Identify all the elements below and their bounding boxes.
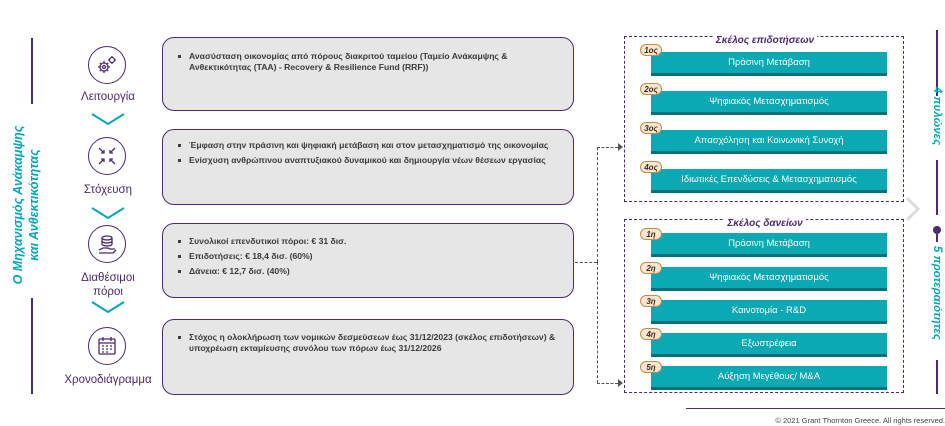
separator-dot [933,226,941,234]
pillar-number-badge: 2ος [640,83,662,95]
row-label-resources: Διαθέσιμοι πόροι [62,271,154,299]
grant-pillar-bar: Ιδιωτικές Επενδύσεις & Μετασχηματισμός [651,169,887,193]
pillar-number-badge: 3ος [640,122,662,134]
priority-number-badge: 5η [640,361,662,373]
loans-panel-title: Σκέλος δανείων [724,218,806,229]
info-box-targeting: Έμφαση στην πράσινη και ψηφιακή μετάβαση… [162,129,574,205]
info-box-timeline: Στόχος η ολοκλήρωση των νομικών δεσμεύσε… [162,319,574,395]
gears-icon [88,46,126,84]
coins-hand-icon [88,225,126,263]
right-rule [936,234,938,242]
row-label-line: Διαθέσιμοι [81,272,135,284]
pillar-number-badge: 1ος [640,44,662,56]
row-label-function: Λειτουργία [81,91,135,103]
chevron-down-icon [91,301,125,314]
connector-line [575,262,597,263]
left-rule-top [31,38,33,104]
loan-priority-bar: Αύξηση Μεγέθους/ M&A [651,366,887,390]
calendar-icon [88,327,126,365]
grant-pillar-bar: Πράσινη Μετάβαση [651,52,887,76]
side-title-line1: Ο Μηχανισμός Ανάκαμψης [11,125,25,285]
priority-number-badge: 1η [640,228,662,240]
bullet-text: Ενίσχυση ανθρώπινου αναπτυξιακού δυναμικ… [178,155,561,166]
side-title: Ο Μηχανισμός Ανάκαμψης και Ανθεκτικότητα… [10,65,60,345]
pillar-number-badge: 4ος [640,161,662,173]
connector-line [597,147,598,262]
grant-pillar-bar: Απασχόληση και Κοινωνική Συνοχή [651,130,887,154]
right-rule [936,360,938,394]
priority-number-badge: 2η [640,262,662,274]
side-title-line2: και Ανθεκτικότητας [27,149,41,261]
priority-number-badge: 4η [640,328,662,340]
loan-priority-bar: Ψηφιακός Μετασχηματισμός [651,267,887,291]
connector-line [597,383,618,384]
info-box-resources: Συνολικοί επενδυτικοί πόροι: € 31 δισ. Ε… [162,223,574,298]
grants-panel-title: Σκέλος επιδοτήσεων [712,35,818,46]
priority-number-badge: 3η [640,295,662,307]
connector-line [597,147,618,148]
chevron-down-icon [91,207,125,220]
footer-rule [686,408,945,409]
arrow-right-icon [618,379,623,387]
pillars-side-label: 4 πυλώνες [931,86,943,146]
chevron-right-icon [905,196,921,222]
loan-priority-bar: Εξωστρέφεια [651,333,887,357]
bullet-text: Ανασύσταση οικονομίας από πόρους διακριτ… [178,51,561,73]
bullet-text: Συνολικοί επενδυτικοί πόροι: € 31 δισ. [178,236,561,247]
loan-priority-bar: Πράσινη Μετάβαση [651,233,887,257]
copyright-text: © 2021 Grant Thornton Greece. All rights… [775,416,945,425]
row-label-timeline: Χρονοδιάγραμμα [64,374,152,386]
right-rule [936,30,938,96]
chevron-down-icon [91,113,125,126]
row-label-line: πόροι [93,286,123,298]
arrow-right-icon [618,143,623,151]
bullet-text: Έμφαση στην πράσινη και ψηφιακή μετάβαση… [178,140,561,151]
bullet-text: Στόχος η ολοκλήρωση των νομικών δεσμεύσε… [178,332,561,354]
grant-pillar-bar: Ψηφιακός Μετασχηματισμός [651,91,887,115]
right-rule [936,160,938,215]
loan-priority-bar: Καινοτομία - R&D [651,300,887,324]
connector-line [597,262,598,383]
row-label-targeting: Στόχευση [83,184,133,196]
info-box-function: Ανασύσταση οικονομίας από πόρους διακριτ… [162,37,574,111]
target-arrows-icon [88,137,126,175]
left-rule-bottom [31,298,33,394]
priorities-side-label: 5 προτεραιότητες [931,245,943,341]
grants-panel: Σκέλος επιδοτήσεων [624,35,904,202]
bullet-text: Δάνεια: € 12,7 δισ. (40%) [178,266,561,277]
loans-panel: Σκέλος δανείων [624,218,904,393]
bullet-text: Επιδοτήσεις: € 18,4 δισ. (60%) [178,251,561,262]
